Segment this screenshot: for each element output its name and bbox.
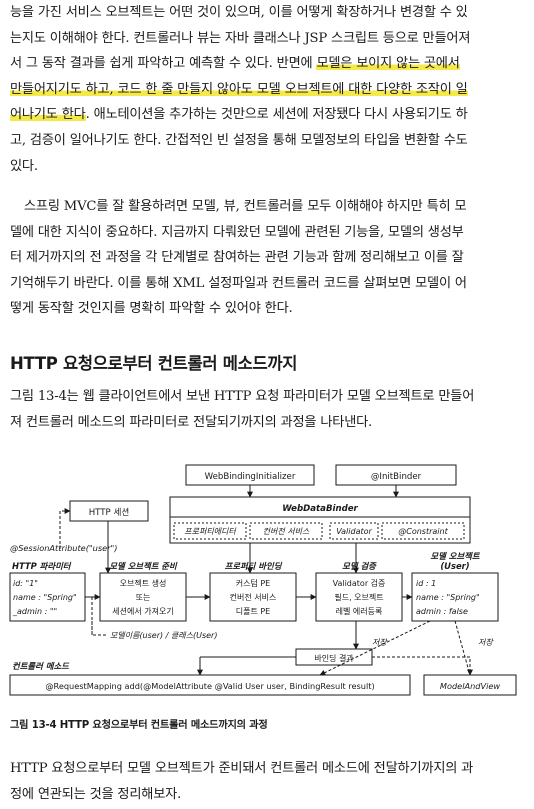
text-line: HTTP 요청으로부터 모델 오브젝트가 준비돼서 컨트롤러 메소드에 전달하기…	[10, 761, 474, 776]
http-param-line: _admin : ""	[12, 607, 57, 616]
text-line: 만들어지기도 하고, 코드 한 줄 만들지 않아도 모델 오브젝트에 대한 다양…	[10, 77, 526, 103]
controller-method-title: 컨트롤러 메소드	[12, 661, 70, 671]
model-name-label: 모델이름(user) / 클래스(User)	[110, 631, 217, 640]
text-line: 터 제거까지의 전 과정을 각 단계별로 참여하는 관련 기능과 함께 정리해보…	[10, 250, 464, 266]
stage2-line: 디폴트 PE	[236, 607, 271, 616]
text-line: 져 컨트롤러 메소드의 파라미터로 전달되기까지의 과정을 나타낸다.	[10, 414, 373, 430]
validator-label: Validator	[336, 527, 372, 536]
text-segment: . 애노테이션을 추가하는 것만으로 세션에 저장됐다 다시 사용되기도 하	[85, 107, 468, 123]
stage1-line: 오브젝트 생성	[120, 578, 167, 588]
model-object-subtitle: (User)	[440, 561, 469, 571]
highlighted-text: 어나기도 한다	[10, 107, 86, 123]
controller-method-box	[9, 674, 411, 696]
stage3-line: 필드, 오브젝트	[334, 592, 383, 602]
conversion-service-label: 컨버전 서비스	[263, 527, 310, 536]
stage3-line: 레벨 에러등록	[336, 606, 383, 616]
text-line: 델에 대한 지식이 중요하다. 지금까지 다뤄왔던 모델에 관련된 기능을, 모…	[10, 224, 464, 240]
text-line: 있다.	[10, 158, 38, 174]
text-line: 떻게 동작할 것인지를 명확히 파악할 수 있어야 한다.	[10, 301, 293, 317]
stage2-line: 컨버전 서비스	[230, 592, 277, 602]
property-editor-label: 프로퍼티에디터	[184, 527, 237, 536]
model-object-line: id : 1	[416, 579, 436, 588]
stage1-line: 세션에서 가져오기	[112, 606, 173, 616]
model-paragraph: 스프링 MVC를 잘 활용하려면 모델, 뷰, 컨트롤러를 모두 이해해야 하지…	[10, 194, 526, 322]
stage2-title: 프로퍼티 바인딩	[225, 561, 283, 571]
text-line: 기억해두기 바란다. 이를 통해 XML 설정파일과 컨트롤러 코드를 살펴보면…	[10, 275, 467, 291]
intro-paragraph: 능을 가진 서비스 오브젝트는 어떤 것이 있으며, 이를 어떻게 확장하거나 …	[10, 0, 526, 179]
constraint-label: @Constraint	[398, 527, 448, 536]
stage3-title: 모델 검증	[342, 561, 377, 571]
web-data-binder-label: WebDataBinder	[282, 504, 358, 514]
text-line: 능을 가진 서비스 오브젝트는 어떤 것이 있으며, 이를 어떻게 확장하거나 …	[10, 5, 468, 20]
text-line: 고, 검증이 일어나기도 한다. 간접적인 빈 설정을 통해 모델정보의 타입을…	[10, 132, 468, 148]
flow-diagram: WebBindingInitializer @InitBinder HTTP 세…	[9, 464, 517, 696]
text-line: 정에 연관되는 것을 정리해보자.	[10, 786, 182, 802]
text-line: 서 그 동작 결과를 쉽게 파악하고 예측할 수 있다. 반면에 모델은 보이지…	[10, 51, 526, 77]
web-binding-initializer-label: WebBindingInitializer	[205, 472, 296, 482]
save-label: 저장	[372, 638, 388, 647]
http-param-line: name : "Spring"	[13, 593, 77, 602]
text-line: 그림 13-4는 웹 클라이언트에서 보낸 HTTP 요청 파라미터가 모델 오…	[10, 389, 475, 404]
stage1-title: 모델 오브젝트 준비	[109, 561, 178, 571]
request-mapping-label: @RequestMapping add(@ModelAttribute @Val…	[45, 681, 374, 691]
text-line: 는지도 이해해야 한다. 컨트롤러나 뷰는 자바 클래스나 JSP 스크립트 등…	[10, 30, 471, 46]
text-line: 스프링 MVC를 잘 활용하려면 모델, 뷰, 컨트롤러를 모두 이해해야 하지…	[24, 199, 467, 214]
model-object-title: 모델 오브젝트	[430, 551, 480, 561]
stage2-line: 커스텀 PE	[236, 578, 271, 588]
figure-intro-paragraph: 그림 13-4는 웹 클라이언트에서 보낸 HTTP 요청 파라미터가 모델 오…	[10, 384, 526, 435]
web-data-binder-box	[169, 496, 471, 544]
stage3-line: Validator 검증	[333, 578, 386, 588]
model-object-line: admin : false	[416, 607, 468, 616]
model-object-line: name : "Spring"	[416, 593, 480, 602]
section-heading: HTTP 요청으로부터 컨트롤러 메소드까지	[10, 354, 298, 373]
save-label: 저장	[478, 638, 494, 647]
figure-caption: 그림 13-4 HTTP 요청으로부터 컨트롤러 메소드까지의 과정	[10, 720, 268, 731]
text-line: 어나기도 한다. 애노테이션을 추가하는 것만으로 세션에 저장됐다 다시 사용…	[10, 102, 526, 128]
highlighted-text: 모델은 보이지 않는 곳에서	[316, 56, 460, 72]
model-and-view-label: ModelAndView	[440, 681, 500, 691]
session-attribute-label: @SessionAttribute("user")	[10, 543, 118, 553]
summary-paragraph: HTTP 요청으로부터 모델 오브젝트가 준비돼서 컨트롤러 메소드에 전달하기…	[10, 756, 526, 807]
init-binder-label: @InitBinder	[371, 472, 422, 482]
http-param-line: id: "1"	[13, 579, 38, 588]
highlighted-text: 만들어지기도 하고, 코드 한 줄 만들지 않아도 모델 오브젝트에 대한 다양…	[10, 81, 468, 97]
http-session-label: HTTP 세션	[89, 507, 130, 518]
http-param-title: HTTP 파라미터	[12, 561, 72, 571]
binding-result-label: 바인딩 결과	[314, 653, 354, 663]
stage1-line: 또는	[136, 593, 151, 602]
text-segment: 서 그 동작 결과를 쉽게 파악하고 예측할 수 있다. 반면에	[10, 56, 317, 72]
